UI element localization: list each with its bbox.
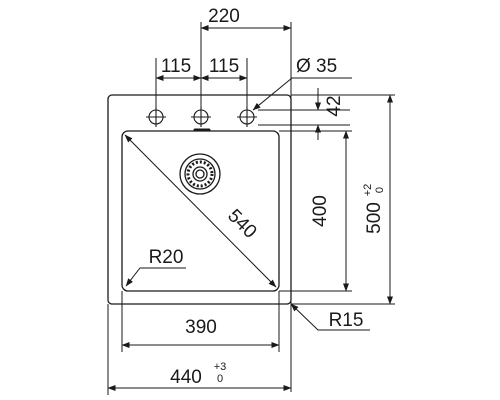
dim-540-label: 540 (223, 205, 260, 242)
tap-hole-center (191, 107, 211, 127)
leader-r15 (290, 303, 370, 331)
dim-390-label: 390 (185, 317, 217, 338)
extension-lines (107, 22, 395, 395)
dim-440-label: 440 (170, 367, 202, 388)
dim-500-tol-minus: 0 (374, 187, 386, 193)
radius-r20-label: R20 (149, 247, 184, 268)
sink-outer-outline (107, 94, 292, 305)
dim-500-tol-plus: +2 (362, 184, 374, 197)
dim-diameter-35-label: Ø 35 (296, 56, 337, 77)
dim-220-label: 220 (208, 6, 240, 27)
dim-500-label: 500 (364, 202, 385, 234)
dim-42-label: 42 (324, 95, 345, 116)
tap-hole-left (146, 107, 166, 127)
tap-hole-right (237, 107, 257, 127)
leader-r20 (125, 267, 186, 287)
radius-r15-label: R15 (329, 310, 364, 331)
dim-500-group: 500 +2 0 (362, 184, 386, 234)
dim-115-left-label: 115 (161, 56, 191, 77)
dim-440-tol-minus: 0 (217, 373, 223, 385)
dim-440-tol-plus: +3 (214, 361, 227, 373)
drain-icon (179, 153, 221, 195)
dim-115-right-label: 115 (209, 56, 239, 77)
dim-400-label: 400 (310, 195, 331, 227)
leader-diameter-35 (252, 77, 352, 111)
tap-holes (146, 107, 257, 127)
dim-440-group: 440 +3 0 (170, 361, 226, 388)
dim-line-540 (124, 134, 277, 288)
